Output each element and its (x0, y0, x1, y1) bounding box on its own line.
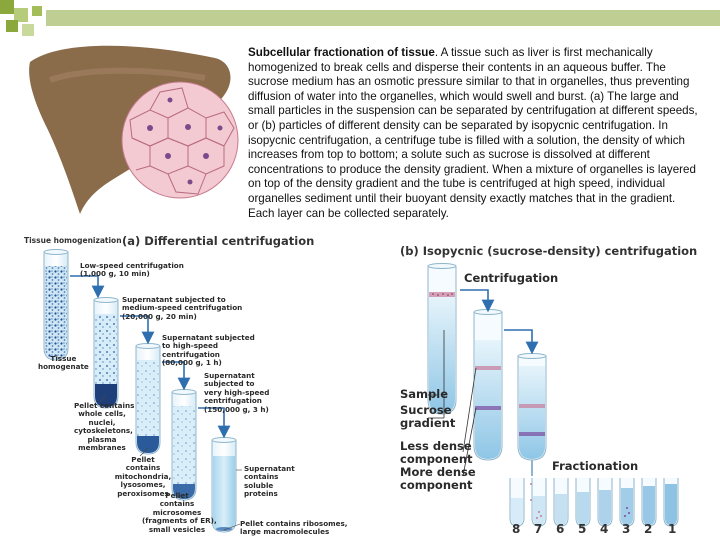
arrow-a-1 (70, 275, 105, 299)
deco-square-4 (22, 24, 34, 36)
tissue-magnification (121, 81, 239, 199)
arrow-a-2 (120, 315, 155, 345)
deco-square-1 (0, 0, 14, 14)
deco-square-5 (32, 6, 42, 16)
fraction-number: 7 (534, 522, 543, 536)
tissue-homogenate-label: Tissue homogenate (38, 354, 89, 372)
fraction-number: 8 (512, 522, 521, 536)
fraction-number: 2 (644, 522, 653, 536)
supernatant-1-label: Supernatant subjected to medium-speed ce… (122, 295, 243, 321)
pellet-2-label: Pellet contains mitochondria, lysosomes,… (114, 455, 172, 498)
arrow-a-4 (198, 407, 231, 439)
tube-homogenate (43, 249, 69, 361)
less-dense-label: Less dense component (400, 439, 473, 466)
fraction-number: 6 (556, 522, 565, 536)
fraction-number: 3 (622, 522, 631, 536)
tube-fractionation (517, 353, 547, 501)
deco-square-3 (6, 20, 18, 32)
tissue-cells (129, 87, 235, 195)
fractionation-label: Fractionation (552, 459, 639, 473)
pellet-1-label: Pellet contains whole cells, nuclei, cyt… (74, 401, 135, 453)
fraction-liquids (511, 484, 677, 525)
banner-bar (46, 10, 720, 26)
tube-high-speed (171, 389, 197, 501)
caption-title: Subcellular fractionation of tissue (248, 46, 435, 59)
tube-gradient-sample (427, 263, 457, 415)
fraction-number: 1 (668, 522, 677, 536)
panel-a-title: (a) Differential centrifugation (122, 234, 315, 248)
figure-caption: Subcellular fractionation of tissue. A t… (248, 46, 700, 221)
arrow-b-2 (504, 329, 539, 355)
fraction-number: 5 (578, 522, 587, 536)
fraction-number: 4 (600, 522, 609, 536)
centrifugation-label: Centrifugation (464, 271, 559, 285)
supernatant-2-label: Supernatant subjected to high-speed cent… (162, 333, 255, 368)
supernatant-3-label: Supernatant subjected to very high-speed… (204, 371, 270, 414)
sample-label: Sample (400, 387, 448, 401)
arrow-b-1 (460, 289, 495, 313)
tube-very-high-speed (211, 437, 237, 533)
tube-medium-speed (135, 343, 161, 455)
arrow-a-3 (162, 361, 191, 391)
sucrose-gradient-label: Sucrose gradient (400, 403, 456, 430)
low-speed-label: Low-speed centrifugation (1,000 g, 10 mi… (80, 261, 184, 279)
supernatant-4-label: Supernatant contains soluble proteins (244, 464, 295, 499)
tissue-homogenization-label: Tissue homogenization (24, 236, 122, 245)
caption-body: . A tissue such as liver is first mechan… (248, 46, 698, 220)
panel-b-title: (b) Isopycnic (sucrose-density) centrifu… (400, 244, 698, 258)
pellet-4-label: Pellet contains ribosomes, large macromo… (240, 519, 348, 537)
pellet-3-label: Pellet contains microsomes (fragments of… (142, 491, 217, 534)
tube-centrifuged (473, 309, 503, 461)
more-dense-label: More dense component (400, 465, 476, 492)
deco-square-2 (14, 8, 28, 22)
